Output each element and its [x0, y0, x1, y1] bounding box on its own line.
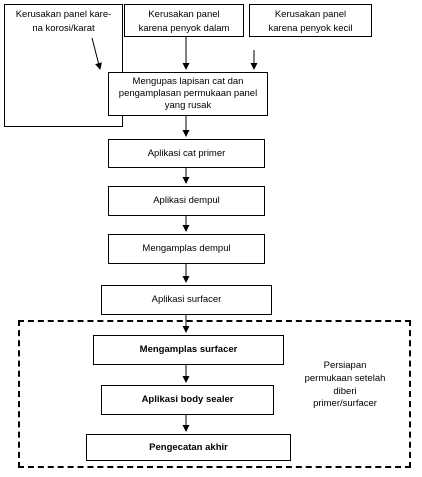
step-final-painting: Pengecatan akhir [86, 434, 291, 461]
step-putty-application-label: Aplikasi dempul [153, 195, 220, 207]
step-surfacer-application: Aplikasi surfacer [101, 285, 272, 315]
input-corrosion-line-1: Kerusakan panel kare- [15, 9, 112, 20]
group-label-line-4: primer/surfacer [313, 398, 377, 410]
arrow-corrosion-to-strip [91, 37, 102, 70]
step-strip-and-sand: Mengupas lapisan cat dan pengamplasan pe… [108, 72, 268, 116]
step-sand-surfacer-label: Mengamplas surfacer [139, 344, 238, 356]
step-strip-and-sand-label: Mengupas lapisan cat dan pengamplasan pe… [118, 76, 258, 111]
input-small-dent-line-1: Kerusakan panel [274, 9, 347, 20]
group-label-line-1: Persiapan [323, 360, 367, 371]
input-corrosion-line-2: na korosi/karat [32, 23, 95, 35]
input-corrosion-damage: Kerusakan panel kare- na korosi/karat [4, 4, 123, 127]
step-surfacer-application-label: Aplikasi surfacer [151, 294, 222, 306]
step-body-sealer-application-label: Aplikasi body sealer [141, 394, 234, 406]
input-deep-dent-line-1: Kerusakan panel [148, 9, 220, 20]
step-body-sealer-application: Aplikasi body sealer [101, 385, 274, 415]
input-small-dent-line-2: karena penyok kecil [268, 23, 353, 35]
step-sand-putty: Mengamplas dempul [108, 234, 265, 264]
group-label-line-2: permukaan setelah [304, 372, 386, 384]
input-deep-dent-line-2: karena penyok dalam [138, 23, 230, 35]
group-label-line-3: diberi [333, 385, 357, 397]
input-deep-dent-damage: Kerusakan panel karena penyok dalam [124, 4, 244, 37]
step-sand-putty-label: Mengamplas dempul [142, 243, 231, 255]
surface-preparation-label: Persiapan permukaan setelah diberi prime… [290, 360, 400, 411]
step-final-painting-label: Pengecatan akhir [149, 441, 228, 453]
step-primer-application-label: Aplikasi cat primer [147, 147, 226, 159]
step-primer-application: Aplikasi cat primer [108, 139, 265, 168]
step-sand-surfacer: Mengamplas surfacer [93, 335, 284, 365]
step-putty-application: Aplikasi dempul [108, 186, 265, 216]
surface-preparation-group [18, 320, 411, 468]
input-small-dent-damage: Kerusakan panel karena penyok kecil [249, 4, 372, 37]
